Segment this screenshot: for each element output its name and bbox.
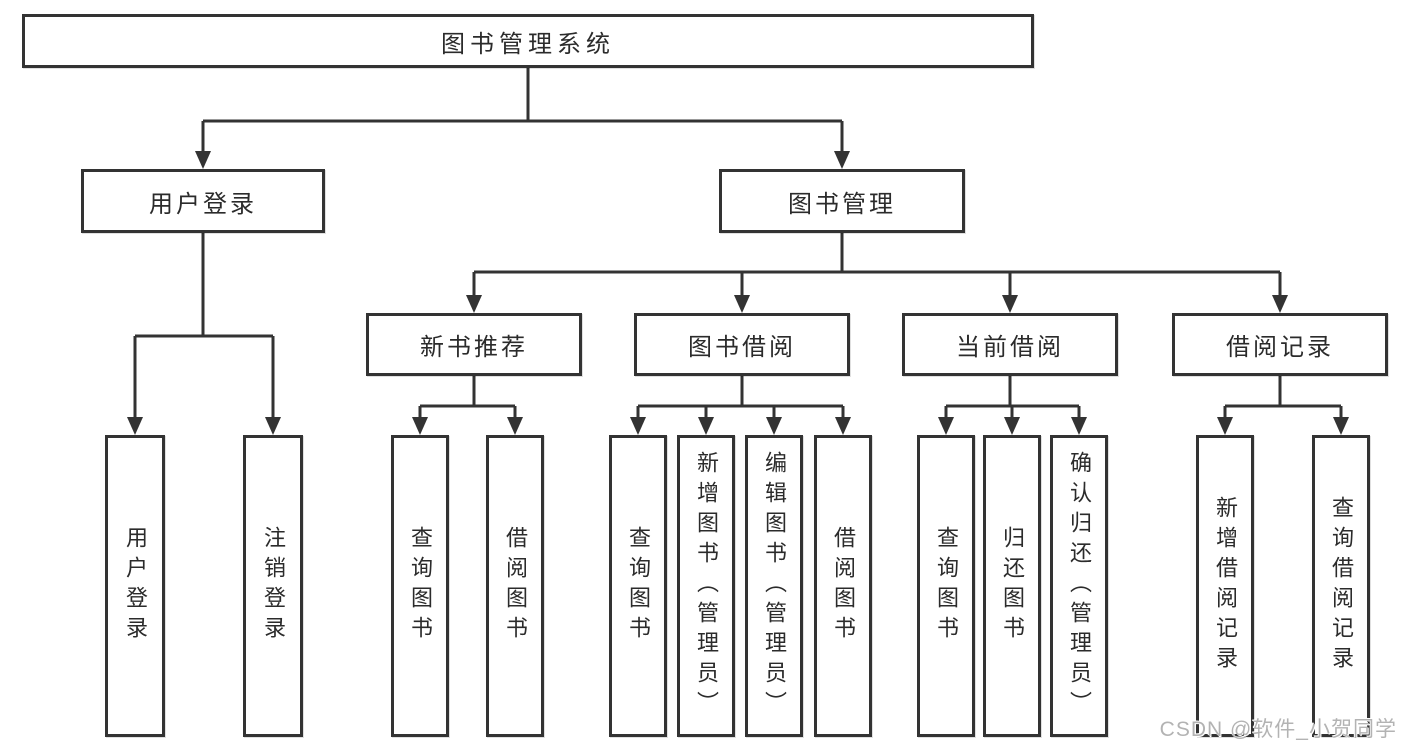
- node-label: 图书管理: [788, 190, 896, 218]
- edges-new-book-rec-children: [412, 376, 523, 435]
- connector-line: [636, 376, 845, 418]
- leaf-bb-edit-books-admin: 编辑图书（管理员）: [745, 435, 803, 737]
- arrow-down-icon: [412, 417, 428, 435]
- arrow-down-icon: [630, 417, 646, 435]
- leaf-cb-confirm-return-admin: 确认归还（管理员）: [1050, 435, 1108, 737]
- node-label: 当前借阅: [956, 334, 1064, 361]
- node-label: 新书推荐: [420, 334, 528, 361]
- connector-line: [201, 68, 844, 152]
- leaf-br-add-record: 新增借阅记录: [1196, 435, 1254, 737]
- node-library-management-system: 图书管理系统: [22, 14, 1034, 68]
- node-label: 查询图书: [934, 526, 959, 646]
- arrow-down-icon: [1217, 417, 1233, 435]
- arrow-down-icon: [834, 151, 850, 169]
- arrow-down-icon: [507, 417, 523, 435]
- connector-line: [418, 376, 517, 418]
- leaf-bb-query-books: 查询图书: [609, 435, 667, 737]
- watermark: CSDN @软件_小贺同学: [1159, 718, 1397, 741]
- arrow-down-icon: [1002, 295, 1018, 313]
- edges-book-borrow-children: [630, 376, 851, 435]
- node-current-borrowing: 当前借阅: [902, 313, 1118, 376]
- arrow-down-icon: [466, 295, 482, 313]
- connector-line: [133, 233, 275, 418]
- node-label: 用户登录: [149, 190, 257, 218]
- node-label: 编辑图书（管理员）: [762, 451, 787, 721]
- connector-line: [1223, 376, 1343, 418]
- edges-borrow-records-children: [1217, 376, 1349, 435]
- node-label: 归还图书: [1000, 526, 1025, 646]
- connector-line: [944, 376, 1081, 418]
- node-label: 查询借阅记录: [1329, 496, 1354, 676]
- arrow-down-icon: [766, 417, 782, 435]
- node-label: 注销登录: [261, 526, 286, 646]
- leaf-br-query-record: 查询借阅记录: [1312, 435, 1370, 737]
- leaf-logout: 注销登录: [243, 435, 303, 737]
- arrow-down-icon: [698, 417, 714, 435]
- leaf-bb-add-books-admin: 新增图书（管理员）: [677, 435, 735, 737]
- arrow-down-icon: [734, 295, 750, 313]
- node-label: 查询图书: [408, 526, 433, 646]
- node-label: 用户登录: [123, 526, 148, 646]
- node-label: 查询图书: [626, 526, 651, 646]
- node-label: 确认归还（管理员）: [1067, 451, 1092, 721]
- node-book-borrowing: 图书借阅: [634, 313, 850, 376]
- leaf-bb-borrow-books: 借阅图书: [814, 435, 872, 737]
- node-label: 借阅图书: [831, 526, 856, 646]
- node-label: 新增图书（管理员）: [694, 451, 719, 721]
- edges-root-to-level2: [195, 68, 850, 169]
- arrow-down-icon: [1272, 295, 1288, 313]
- leaf-nbr-query-books: 查询图书: [391, 435, 449, 737]
- edges-current-borrow-children: [938, 376, 1087, 435]
- arrow-down-icon: [1071, 417, 1087, 435]
- arrow-down-icon: [195, 151, 211, 169]
- leaf-cb-query-books: 查询图书: [917, 435, 975, 737]
- leaf-cb-return-books: 归还图书: [983, 435, 1041, 737]
- node-label: 新增借阅记录: [1213, 496, 1238, 676]
- node-label: 图书管理系统: [441, 30, 615, 58]
- edges-user-login-children: [127, 233, 281, 435]
- arrow-down-icon: [1333, 417, 1349, 435]
- arrow-down-icon: [835, 417, 851, 435]
- arrow-down-icon: [265, 417, 281, 435]
- arrow-down-icon: [127, 417, 143, 435]
- node-label: 图书借阅: [688, 334, 796, 361]
- node-user-login: 用户登录: [81, 169, 325, 233]
- node-borrowing-records: 借阅记录: [1172, 313, 1388, 376]
- leaf-nbr-borrow-books: 借阅图书: [486, 435, 544, 737]
- node-label: 借阅记录: [1226, 334, 1334, 361]
- connector-line: [472, 233, 1282, 296]
- node-new-book-recommend: 新书推荐: [366, 313, 582, 376]
- leaf-user-login: 用户登录: [105, 435, 165, 737]
- arrow-down-icon: [938, 417, 954, 435]
- edges-book-mgmt-children: [466, 233, 1288, 313]
- node-book-management: 图书管理: [719, 169, 965, 233]
- arrow-down-icon: [1004, 417, 1020, 435]
- node-label: 借阅图书: [503, 526, 528, 646]
